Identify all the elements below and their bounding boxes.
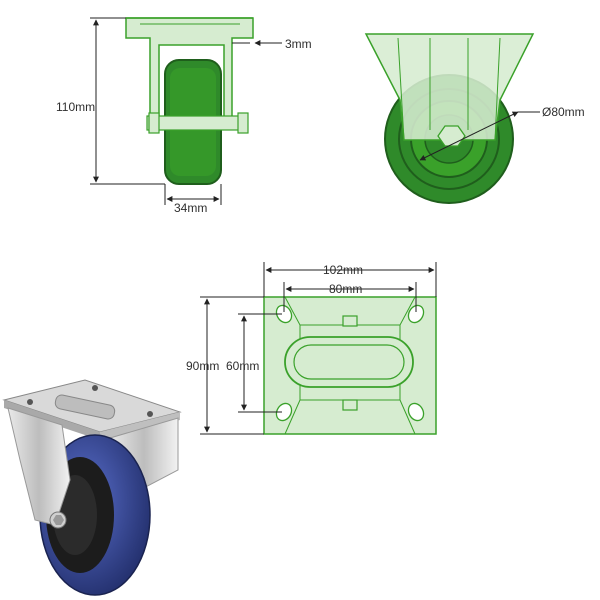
mounting-hole — [407, 402, 425, 422]
mounting-hole — [407, 304, 425, 324]
front-view: 110mm 34mm 3mm — [56, 17, 312, 215]
plate-height-label: 90mm — [186, 359, 219, 373]
wheel-diameter-label: Ø80mm — [542, 105, 585, 119]
caster-3d-illustration — [2, 379, 182, 596]
plate-thickness-label: 3mm — [285, 37, 312, 51]
side-view: Ø80mm — [364, 33, 585, 204]
plate-width-label: 102mm — [323, 263, 363, 277]
front-bracket — [125, 17, 254, 123]
hole-spacing-x-label: 80mm — [329, 282, 362, 296]
front-axle — [146, 115, 248, 131]
wheel-diameter-dimension-line — [419, 111, 519, 161]
hole-spacing-y-label: 60mm — [226, 359, 259, 373]
mounting-hole — [275, 402, 293, 422]
plate-view: 102mm 80mm 90mm 60mm — [186, 262, 437, 435]
front-height-label: 110mm — [56, 100, 95, 114]
center-slot — [284, 336, 414, 388]
mounting-holes — [275, 304, 425, 422]
front-width-label: 34mm — [174, 201, 207, 215]
mounting-hole — [275, 304, 293, 324]
